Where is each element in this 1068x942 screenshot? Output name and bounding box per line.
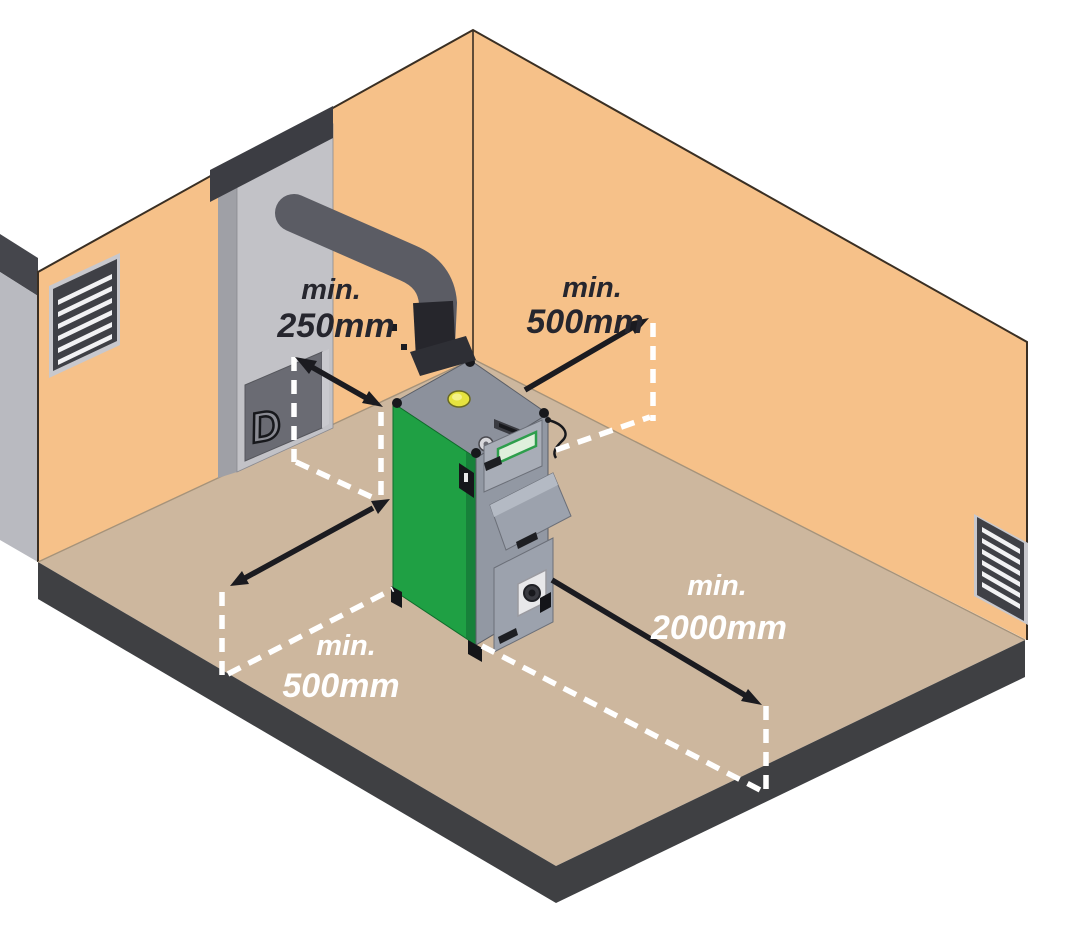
vent-slat [982, 549, 1020, 576]
vent-slat [58, 310, 112, 341]
boiler-middle-door-top [490, 473, 558, 517]
boiler-middle-door-handle [516, 532, 538, 549]
boiler-left-face-edge [466, 452, 476, 645]
left-wall-vent-grille [49, 253, 120, 378]
flue-collar [410, 336, 476, 376]
vent-slat [982, 527, 1020, 554]
label-prefix: min. [562, 272, 622, 304]
vent-slat [58, 322, 112, 353]
projection-dashed-lines-chimney [291, 357, 384, 505]
label-chimney-clearance: min. 250mm [276, 274, 394, 345]
arrow-head [230, 571, 249, 586]
label-rear-wall-clearance: min. 500mm [526, 272, 643, 341]
vent-slat [982, 582, 1020, 609]
boiler-lower-door-handle [498, 628, 518, 644]
boiler [391, 357, 572, 662]
label-value: 500mm [526, 303, 643, 341]
vent-slat [982, 560, 1020, 587]
label-side-wall-clearance: min. 500mm [282, 630, 399, 705]
boiler-controller-display [464, 473, 468, 482]
label-front-clearance: min. 2000mm [650, 570, 787, 647]
plinth-right [556, 640, 1025, 903]
vent-slat [58, 334, 112, 365]
chimney-side-face [218, 175, 237, 478]
projection-line [480, 643, 766, 795]
chimney-cap [210, 106, 333, 202]
label-prefix: min. [301, 274, 361, 306]
arrow-head [295, 357, 317, 374]
arrow-shaft [243, 505, 375, 581]
vent-slat [58, 286, 112, 317]
boiler-middle-door [489, 472, 572, 551]
label-prefix: min. [316, 630, 376, 662]
boiler-top-vent-slot-inner [499, 423, 519, 435]
boiler-sensor-cable [547, 418, 567, 459]
left-wall-outer-face [0, 272, 38, 562]
projection-line [226, 586, 395, 677]
projection-line [294, 459, 380, 503]
projection-line [555, 414, 651, 453]
arrow-head [628, 318, 649, 334]
boiler-fan-hub-center [528, 589, 536, 597]
clearance-arrow-rear-500mm [523, 318, 649, 393]
label-prefix: min. [687, 570, 747, 602]
arrow-shaft [523, 323, 637, 393]
leader-dot [390, 324, 397, 331]
vent-slat [982, 538, 1020, 565]
chimney: D [210, 106, 334, 478]
clearance-arrow-chimney-250mm [295, 324, 407, 407]
plinth-left [38, 562, 556, 903]
boiler-foot [468, 640, 482, 662]
dimension-labels: min. 250mm min. 500mm min. 500mm min. 20… [276, 272, 787, 705]
boiler-corner-cap [471, 448, 481, 458]
label-value: 250mm [276, 307, 394, 345]
label-value: 500mm [282, 667, 399, 705]
flue-pipe [275, 194, 476, 376]
vent-slat [982, 571, 1020, 598]
chimney-door-edge [322, 349, 329, 428]
leader-dot [401, 344, 407, 350]
vent-slat [58, 274, 112, 305]
boiler-corner-cap [392, 398, 402, 408]
boiler-cable-connector [545, 417, 551, 423]
boiler-foot [540, 592, 551, 613]
left-wall-corner-cap [0, 234, 38, 296]
arrow-head [371, 499, 390, 514]
clearance-arrow-side-500mm [230, 499, 390, 586]
label-value: 2000mm [650, 609, 787, 647]
arrow-shaft [308, 363, 370, 402]
arrow-head [362, 391, 383, 407]
arrow-shaft [550, 577, 750, 700]
projection-dashed-lines-floor [219, 323, 769, 795]
clearance-arrow-front-2000mm [550, 577, 762, 705]
boiler-yellow-cap-highlight [452, 393, 462, 401]
right-wall [473, 30, 1027, 640]
boiler-upper-door-handle [484, 456, 502, 471]
vent-slat [58, 298, 112, 329]
right-wall-vent-grille [974, 514, 1028, 625]
arrow-head [741, 689, 762, 705]
boiler-corner-cap [539, 408, 549, 418]
